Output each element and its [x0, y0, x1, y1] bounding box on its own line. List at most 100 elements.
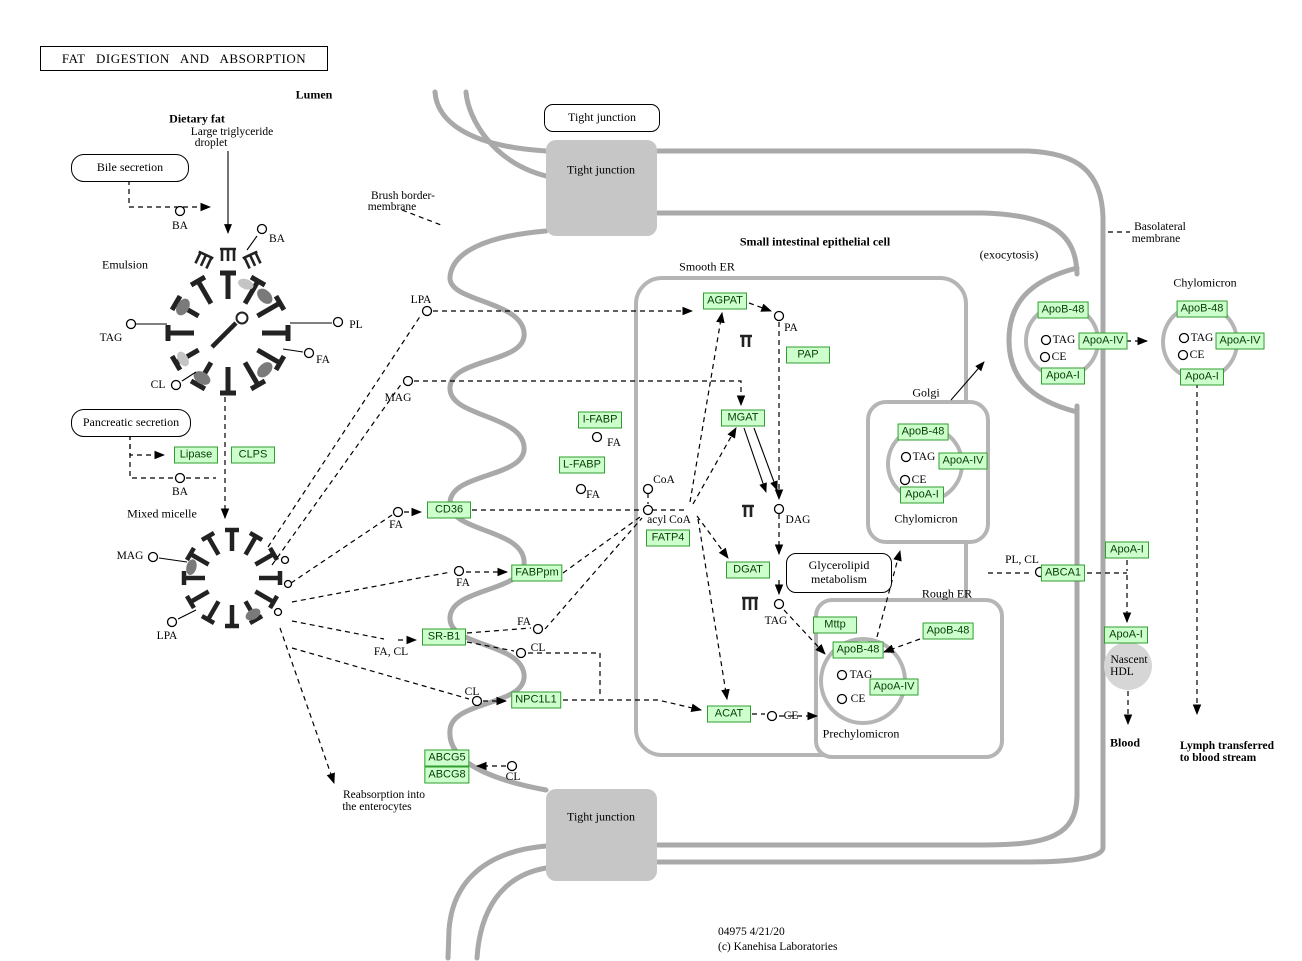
gene-apob48-rough-er[interactable]: ApoB-48: [922, 622, 974, 640]
tag-label: TAG: [764, 615, 788, 627]
solid-connectors: [136, 151, 985, 620]
gene-apoa4-prechylomicron[interactable]: ApoA-IV: [869, 678, 919, 696]
tag-label: TAG: [849, 669, 873, 681]
gene-agpat[interactable]: AGPAT: [703, 292, 747, 310]
golgi-chylomicron-label: Chylomicron: [894, 511, 958, 526]
gene-lipase[interactable]: Lipase: [174, 446, 218, 464]
gene-pap[interactable]: PAP: [786, 346, 830, 364]
fa-label: FA: [389, 519, 403, 531]
lumen-label: Lumen: [295, 87, 333, 102]
exocytosis-label: (exocytosis): [979, 247, 1039, 262]
mixed-micelle-label: Mixed micelle: [127, 506, 197, 521]
gene-i-fabp[interactable]: I-FABP: [578, 411, 622, 429]
acyl-coa-label: acyl CoA: [647, 514, 691, 526]
gene-apoa1-golgi[interactable]: ApoA-I: [900, 486, 944, 504]
gene-mttp[interactable]: Mttp: [813, 616, 857, 634]
lymph-label-1: Lymph transferred: [1179, 740, 1275, 752]
gene-mgat[interactable]: MGAT: [721, 409, 765, 427]
lipase-rod-icon: [210, 321, 238, 349]
gene-abcg5[interactable]: ABCG5: [424, 749, 470, 767]
inner-basolateral-membrane-top: [655, 210, 1080, 277]
brush-border-label-1: Brush border-: [371, 190, 435, 202]
gene-l-fabp[interactable]: L-FABP: [559, 456, 605, 474]
gene-apoa4-exocytosis[interactable]: ApoA-IV: [1078, 332, 1128, 350]
tight-junction-top-label: Tight junction: [567, 162, 635, 177]
gene-clps[interactable]: CLPS: [231, 446, 275, 464]
fa-label: FA: [316, 354, 330, 366]
lymph-label-2: to blood stream: [1179, 752, 1257, 764]
gene-abcg8[interactable]: ABCG8: [424, 766, 470, 784]
gene-apoa4-chylomicron[interactable]: ApoA-IV: [1215, 332, 1265, 350]
dietary-fat-label: Dietary fat: [169, 111, 225, 126]
outer-basolateral-membrane: [655, 148, 1106, 865]
reabsorption-label-1: Reabsorption into: [342, 789, 426, 801]
metabolite-nodes[interactable]: [125, 205, 1190, 772]
gene-dgat[interactable]: DGAT: [726, 561, 770, 579]
pl-cl-label: PL, CL: [1005, 554, 1039, 566]
gene-apob48-exocytosis[interactable]: ApoB-48: [1037, 301, 1089, 319]
ce-node: [899, 474, 911, 486]
triglyceride-droplet-graphic: [192, 247, 264, 271]
emulsion-label: Emulsion: [101, 257, 149, 272]
gene-apoa1-exocytosis[interactable]: ApoA-I: [1041, 367, 1085, 385]
ce-label: CE: [1051, 351, 1067, 363]
fa-node: [591, 431, 603, 443]
lpa-node: [166, 616, 178, 628]
fa-node: [453, 565, 465, 577]
upper-neighbor-membrane-2: [463, 89, 549, 179]
gene-apoa1-hdl[interactable]: ApoA-I: [1104, 626, 1148, 644]
gene-apoa4-golgi[interactable]: ApoA-IV: [938, 452, 988, 470]
basolateral-label-1: Basolateral: [1134, 221, 1186, 233]
lpa-label: LPA: [156, 630, 178, 642]
mag-label: MAG: [116, 550, 144, 562]
fa-node: [303, 347, 315, 359]
pathway-title: FAT DIGESTION AND ABSORPTION: [40, 46, 328, 71]
gene-acat[interactable]: ACAT: [707, 705, 751, 723]
cl-label: CL: [464, 686, 480, 698]
lipase-head-icon: [235, 311, 249, 325]
copyright: (c) Kanehisa Laboratories: [718, 941, 838, 953]
brush-border-label-2: membrane: [367, 201, 417, 213]
gene-apoa1-free[interactable]: ApoA-I: [1105, 541, 1149, 559]
gene-fabppm[interactable]: FABPpm: [511, 564, 563, 582]
gene-abca1[interactable]: ABCA1: [1040, 564, 1086, 582]
gene-apob48-chylomicron[interactable]: ApoB-48: [1176, 300, 1228, 318]
gene-apob48-golgi[interactable]: ApoB-48: [897, 423, 949, 441]
cl-label: CL: [530, 642, 546, 654]
tag-label: TAG: [1052, 334, 1076, 346]
tag-label: TAG: [912, 451, 936, 463]
cl-label: CL: [150, 379, 166, 391]
gene-apoa1-chylomicron[interactable]: ApoA-I: [1180, 368, 1224, 386]
fa-node: [392, 506, 404, 518]
micelle-head-node: [283, 579, 293, 589]
emulsion-graphic: [168, 273, 288, 393]
tag-node: [125, 318, 137, 330]
bile-secretion-box: Bile secretion: [71, 154, 189, 182]
pancreatic-secretion-box: Pancreatic secretion: [71, 409, 191, 437]
ba-label: BA: [172, 220, 188, 232]
dag-label: DAG: [785, 514, 811, 526]
tight-junction-block-bottom: [546, 789, 657, 881]
dashed-connectors: [128, 180, 1202, 785]
tight-junction-label: Tight junction: [568, 110, 636, 125]
ce-node: [766, 710, 778, 722]
gene-npc1l1[interactable]: NPC1L1: [511, 691, 561, 709]
gene-sr-b1[interactable]: SR-B1: [422, 628, 466, 646]
ba-label: BA: [269, 233, 285, 245]
mag-node: [147, 551, 159, 563]
nascent-hdl-circle: [1104, 642, 1152, 690]
ba-label: BA: [172, 486, 188, 498]
gene-cd36[interactable]: CD36: [427, 501, 471, 519]
golgi-label: Golgi: [912, 385, 940, 400]
smooth-er-label: Smooth ER: [679, 259, 735, 274]
mixed-micelle-graphic: [184, 530, 280, 626]
gene-fatp4[interactable]: FATP4: [646, 529, 690, 547]
gene-apob48-prechylomicron[interactable]: ApoB-48: [832, 641, 884, 659]
tag-node: [836, 669, 848, 681]
ce-label: CE: [911, 474, 927, 486]
coa-label: CoA: [653, 474, 675, 486]
bile-secretion-label: Bile secretion: [96, 160, 164, 175]
coa-node: [642, 483, 654, 495]
